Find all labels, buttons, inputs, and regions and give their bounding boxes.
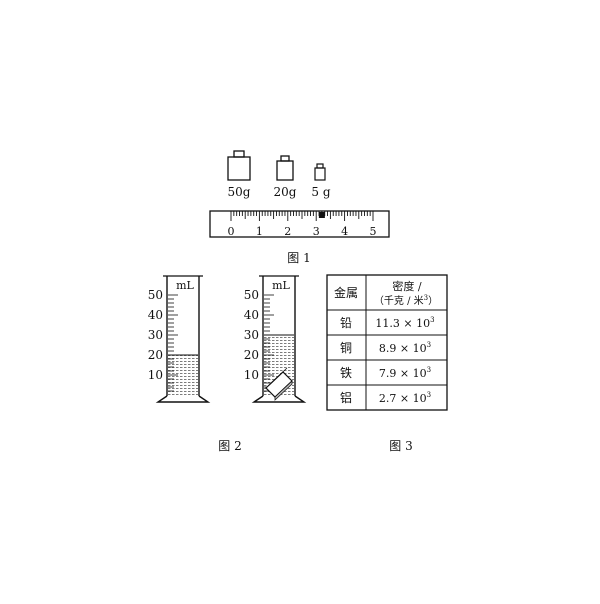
figure-3-density-table: 金属 密度 / （千克 / 米3） 铅 11.3 × 103 铜 8.9 × 103 铁… bbox=[326, 274, 448, 453]
weight-5g-label: 5 g bbox=[311, 185, 330, 199]
weight-20g-label: 20g bbox=[274, 185, 297, 199]
table-cell-metal: 铅 bbox=[340, 316, 352, 330]
ruler-tick-marks bbox=[230, 211, 374, 221]
ruler-tick-label: 0 bbox=[228, 225, 235, 238]
ruler-tick-label: 4 bbox=[341, 225, 348, 238]
weight-5g-icon bbox=[314, 163, 326, 181]
scale-label: 20 bbox=[244, 348, 259, 362]
figure-2: 50 40 30 20 10 50 40 30 20 10 mL bbox=[148, 275, 307, 453]
scale-label: 30 bbox=[148, 328, 163, 342]
weight-50g-icon bbox=[227, 150, 251, 181]
cylinder-a-scale-labels: 50 40 30 20 10 bbox=[148, 288, 163, 382]
figure-2-caption: 图 2 bbox=[218, 439, 241, 453]
cylinder-b-scale-labels: 50 40 30 20 10 bbox=[244, 288, 259, 382]
table-cell-density: 2.7 × 103 bbox=[379, 391, 431, 405]
cylinder-b: mL bbox=[251, 275, 307, 403]
cylinder-b-unit-label: mL bbox=[272, 279, 290, 292]
scale-label: 40 bbox=[244, 308, 259, 322]
ruler-tick-label: 2 bbox=[284, 225, 291, 238]
cylinder-a-unit-label: mL bbox=[176, 279, 194, 292]
figure-3-caption: 图 3 bbox=[389, 439, 412, 453]
metal-block-icon bbox=[265, 367, 293, 401]
scale-label: 50 bbox=[244, 288, 259, 302]
figure-1-caption: 图 1 bbox=[287, 251, 310, 265]
ruler-tick-label: 3 bbox=[313, 225, 320, 238]
scale-label: 30 bbox=[244, 328, 259, 342]
table-header-density: 密度 / bbox=[392, 279, 421, 293]
scale-label: 10 bbox=[244, 368, 259, 382]
table-rows: 铅 11.3 × 103 铜 8.9 × 103 铁 7.9 × 103 铝 2.7 × 10… bbox=[340, 316, 435, 405]
weight-20g-icon bbox=[276, 155, 294, 181]
table-cell-metal: 铜 bbox=[340, 340, 352, 355]
ruler-tick-labels: 0 1 2 3 4 5 bbox=[228, 225, 377, 238]
table-header-density-unit: （千克 / 米3） bbox=[374, 294, 438, 307]
table-cell-density: 8.9 × 103 bbox=[379, 341, 431, 355]
beam-rider-icon[interactable] bbox=[318, 212, 325, 218]
cylinder-a: mL bbox=[155, 275, 211, 403]
scale-label: 10 bbox=[148, 368, 163, 382]
table-cell-metal: 铁 bbox=[340, 366, 352, 380]
table-cell-metal: 铝 bbox=[340, 390, 352, 405]
ruler-tick-label: 1 bbox=[256, 225, 263, 238]
scale-label: 40 bbox=[148, 308, 163, 322]
scale-label: 50 bbox=[148, 288, 163, 302]
ruler-tick-label: 5 bbox=[370, 225, 377, 238]
table-cell-density: 7.9 × 103 bbox=[379, 366, 431, 380]
scale-label: 20 bbox=[148, 348, 163, 362]
figure-1: 50g 20g 5 g 0 1 2 3 4 5 图 1 bbox=[209, 150, 390, 265]
table-header-metal: 金属 bbox=[334, 285, 358, 300]
cylinder-a-graduations bbox=[168, 294, 178, 392]
table-cell-density: 11.3 × 103 bbox=[375, 316, 434, 330]
weight-50g-label: 50g bbox=[228, 185, 251, 199]
cylinder-a-liquid bbox=[168, 355, 198, 396]
